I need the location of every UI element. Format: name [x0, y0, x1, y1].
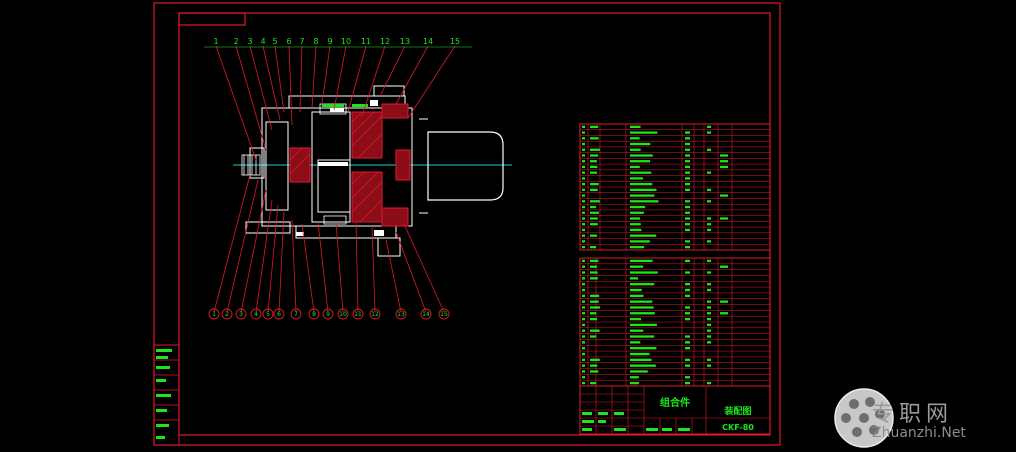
- motor-outline: [427, 131, 504, 201]
- callout-bottom-3: 3: [239, 311, 243, 318]
- callout-top-13: 13: [400, 37, 410, 46]
- callout-top-11: 11: [361, 37, 371, 46]
- callout-bottom-5: 5: [266, 311, 270, 318]
- watermark-url: Zhuanzhi.Net: [872, 425, 966, 441]
- callout-top-15: 15: [450, 37, 460, 46]
- callout-bottom-13: 13: [397, 311, 405, 318]
- parts-list-lower: [579, 257, 771, 387]
- callout-top-5: 5: [272, 37, 277, 46]
- callouts-bottom: 1 2 3 4 5 6 7 8 9 10 11 12 13 14 15: [208, 308, 450, 320]
- title-block: 组合件 装配图 CKF-80: [579, 385, 771, 435]
- callout-top-7: 7: [299, 37, 304, 46]
- callout-top-8: 8: [313, 37, 318, 46]
- parts-list-upper: [579, 123, 771, 251]
- callout-bottom-6: 6: [277, 311, 281, 318]
- callout-bottom-11: 11: [354, 311, 362, 318]
- watermark-text: 专职网: [872, 402, 954, 427]
- callout-bottom-2: 2: [225, 311, 229, 318]
- callout-top-4: 4: [260, 37, 265, 46]
- callout-bottom-15: 15: [440, 311, 448, 318]
- callout-top-9: 9: [327, 37, 332, 46]
- callout-bottom-1: 1: [212, 311, 216, 318]
- leader-lines: [213, 45, 456, 313]
- callouts-top: 1 2 3 4 5 6 7 8 9 10 11 12 13 14 15: [204, 37, 472, 48]
- callout-bottom-14: 14: [422, 311, 430, 318]
- title-block-sheet: 装配图: [723, 405, 751, 417]
- binding-strip: [153, 344, 180, 446]
- title-block-name: 组合件: [660, 396, 690, 409]
- callout-top-2: 2: [233, 37, 238, 46]
- callout-top-10: 10: [341, 37, 351, 46]
- callout-top-1: 1: [213, 37, 218, 46]
- callout-bottom-8: 8: [312, 311, 316, 318]
- callout-bottom-10: 10: [339, 311, 347, 318]
- assembly-section-view: [233, 85, 512, 257]
- callout-top-6: 6: [286, 37, 291, 46]
- title-block-code: CKF-80: [722, 423, 754, 432]
- callout-bottom-12: 12: [371, 311, 379, 318]
- callout-top-3: 3: [247, 37, 252, 46]
- callout-top-14: 14: [423, 37, 433, 46]
- watermark-logo-icon: [834, 388, 894, 448]
- callout-bottom-7: 7: [294, 311, 298, 318]
- callout-top-12: 12: [380, 37, 390, 46]
- callout-bottom-4: 4: [254, 311, 258, 318]
- callout-bottom-9: 9: [326, 311, 330, 318]
